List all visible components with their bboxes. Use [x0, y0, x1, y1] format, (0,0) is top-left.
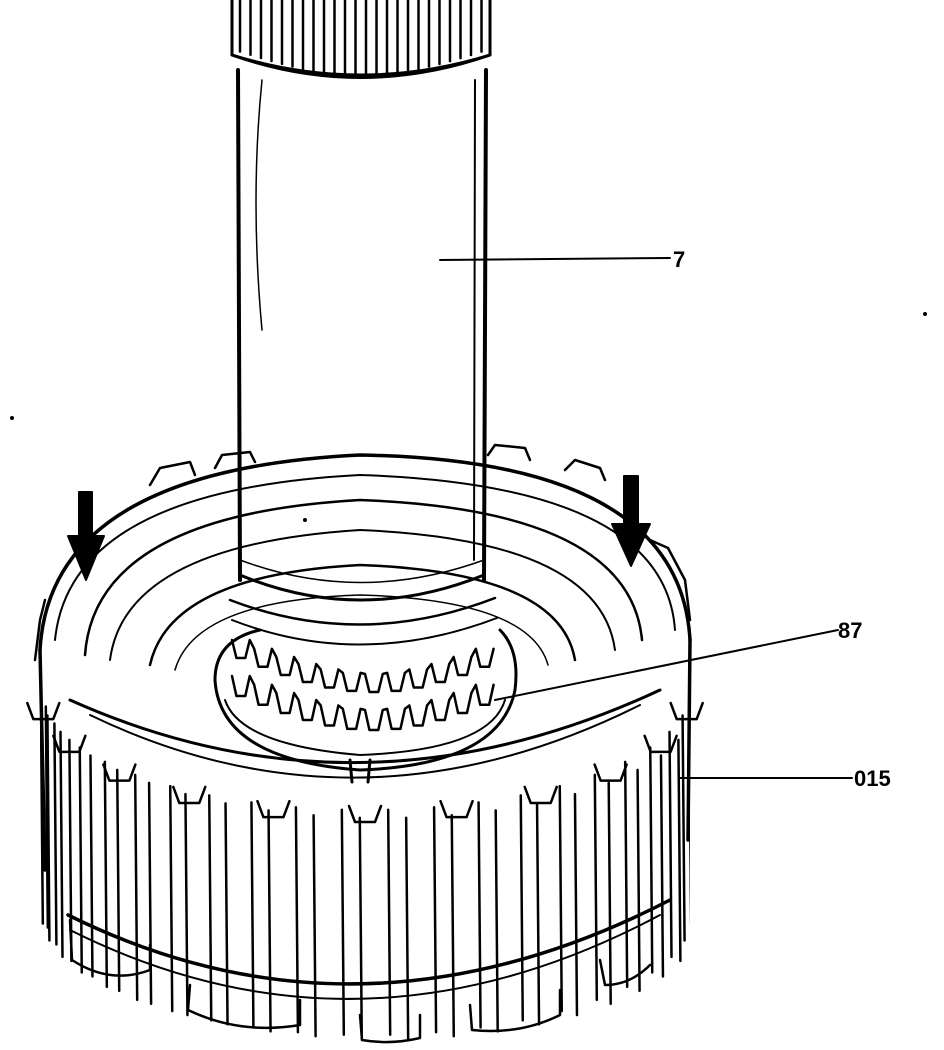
- drum-flute-rib: [432, 806, 438, 1034]
- shaft-tube: [236, 68, 488, 602]
- callout-label-shaft: 7: [673, 247, 685, 272]
- drum-flute-rib: [294, 806, 300, 1034]
- drum-flute-rib: [386, 808, 392, 1036]
- drum-flute-rib: [558, 784, 564, 1013]
- drum-flute-notch: [102, 763, 137, 782]
- callout-label-splined-ring: 87: [838, 618, 862, 643]
- drum-flute-rib: [168, 784, 174, 1013]
- drum-flute-rib: [677, 738, 682, 963]
- drum-flute-notch: [593, 763, 628, 782]
- drum-flute-notch: [643, 734, 678, 754]
- shaft-spline-top: [230, 0, 492, 79]
- ring-spline-teeth-upper: [230, 638, 495, 694]
- drum-flute-rib: [681, 714, 686, 942]
- drum-flute-rib: [59, 730, 64, 959]
- drum-flute-rib: [147, 781, 153, 1006]
- drum-flute-notch: [172, 785, 207, 805]
- drum-flute-rib: [40, 697, 45, 925]
- drum-flute-rib: [340, 808, 346, 1036]
- drum-flute-rib: [404, 816, 410, 1040]
- leader-lines: [439, 257, 853, 779]
- drum-flute-notch: [669, 701, 704, 721]
- drum-flute-notch: [26, 701, 61, 721]
- drum-flute-rib: [224, 802, 229, 1026]
- drum-flute-rib: [44, 705, 50, 929]
- drum-flute-rib: [607, 781, 612, 1006]
- drum-flute-rib: [573, 792, 579, 1017]
- drum-flute-rib: [46, 714, 51, 942]
- drum-flute-rib: [668, 730, 673, 959]
- drum-flute-rib: [250, 801, 255, 1029]
- drum-flute-rib: [78, 746, 84, 974]
- drum-flute-rib: [636, 768, 641, 993]
- drum-flute-notch: [256, 799, 291, 819]
- drum-flute-notch: [347, 804, 383, 824]
- drum-flute-rib: [184, 792, 189, 1017]
- press-arrow-left: [67, 491, 105, 581]
- drum-flute-rib: [103, 760, 109, 989]
- ring-spline-teeth-lower: [230, 674, 495, 732]
- drum-flute-rib: [494, 809, 499, 1033]
- drum-flute-rib: [450, 814, 456, 1038]
- drum-flute-rib: [312, 814, 317, 1038]
- drum-flute-notch: [523, 785, 558, 805]
- drum-flute-rib: [267, 809, 272, 1033]
- drum-flute-rib: [535, 802, 541, 1026]
- drum-flute-rib: [358, 816, 364, 1040]
- drum-flute-rib: [623, 760, 629, 989]
- drum-flute-rib: [115, 768, 121, 993]
- callout-label-clutch-drum: 015: [854, 766, 891, 791]
- drum-flute-rib: [648, 746, 654, 974]
- drum-flute-rib: [53, 722, 58, 946]
- drum-flute-rib: [519, 794, 525, 1022]
- drum-flute-notch: [52, 734, 87, 754]
- drum-flute-rib: [207, 794, 213, 1022]
- drum-flute-rib: [68, 738, 73, 963]
- press-arrow-right: [611, 475, 651, 567]
- drum-flute-rib: [89, 754, 94, 978]
- splined-ring: [213, 596, 518, 784]
- drum-flute-rib: [593, 773, 599, 1002]
- leader-line-splined-ring: [494, 629, 839, 701]
- drum-flute-rib: [687, 697, 690, 925]
- drum-flute-notch: [439, 799, 474, 819]
- leader-line-shaft: [439, 257, 671, 261]
- clutch-drum: [26, 443, 704, 1044]
- drum-flute-rib: [694, 707, 696, 928]
- drum-flute-rib: [133, 773, 139, 1002]
- drum-flute-rib: [477, 801, 482, 1029]
- drum-flute-rib: [659, 754, 665, 978]
